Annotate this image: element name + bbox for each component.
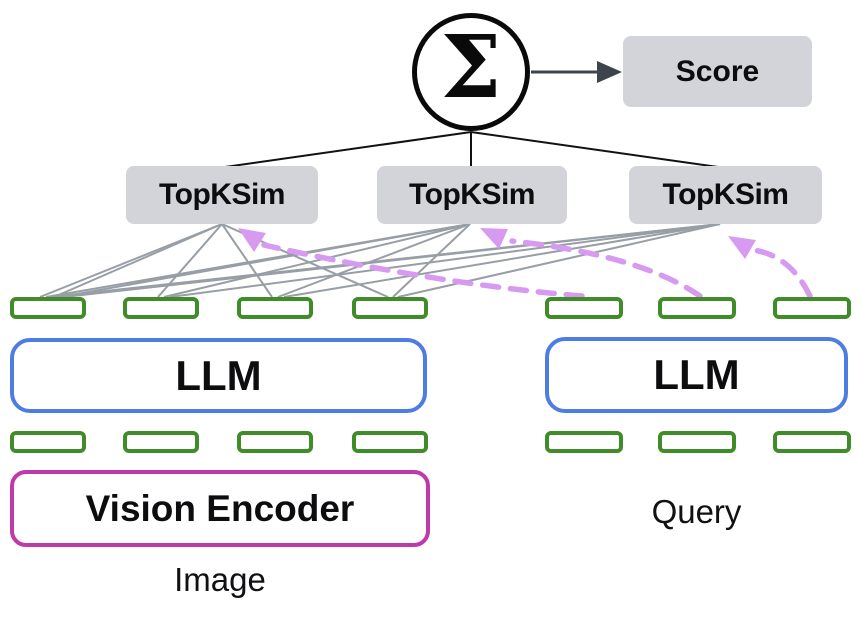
sum-to-topksim-connectors bbox=[217, 131, 726, 169]
image-caption: Image bbox=[174, 561, 266, 598]
topksim-box-3: TopKSim bbox=[629, 166, 822, 224]
query-caption: Query bbox=[651, 493, 742, 530]
image-embedding-token bbox=[237, 297, 313, 319]
image-embedding-token bbox=[352, 297, 428, 319]
query-llm-box: LLM bbox=[545, 337, 848, 413]
topksim-label-1: TopKSim bbox=[159, 178, 285, 211]
score-arrow bbox=[531, 61, 622, 83]
similarity-lines bbox=[39, 223, 721, 298]
sigma-symbol: Σ bbox=[440, 17, 502, 118]
topksim-label-3: TopKSim bbox=[662, 178, 789, 211]
image-embedding-token bbox=[123, 297, 199, 319]
image-input-token bbox=[10, 431, 86, 453]
sum-node: Σ bbox=[412, 13, 530, 131]
query-embedding-token bbox=[658, 297, 736, 319]
image-embedding-token bbox=[10, 297, 86, 319]
image-input-token bbox=[237, 431, 313, 453]
vision-encoder-label: Vision Encoder bbox=[85, 487, 355, 529]
image-input-token bbox=[352, 431, 428, 453]
query-input-token bbox=[773, 431, 851, 453]
image-llm-box: LLM bbox=[10, 338, 427, 413]
query-attention-arrows bbox=[238, 228, 813, 299]
query-input-token bbox=[545, 431, 623, 453]
query-embedding-token bbox=[545, 297, 623, 319]
score-box: Score bbox=[623, 36, 812, 107]
query-embedding-token bbox=[773, 297, 851, 319]
query-input-token bbox=[658, 431, 736, 453]
topksim-box-1: TopKSim bbox=[126, 166, 318, 224]
vision-encoder-box: Vision Encoder bbox=[10, 470, 430, 547]
query-llm-label: LLM bbox=[653, 351, 740, 398]
image-llm-label: LLM bbox=[175, 351, 262, 399]
image-input-token bbox=[123, 431, 199, 453]
topksim-label-2: TopKSim bbox=[409, 178, 535, 211]
score-label: Score bbox=[675, 54, 760, 88]
topksim-box-2: TopKSim bbox=[377, 166, 567, 224]
